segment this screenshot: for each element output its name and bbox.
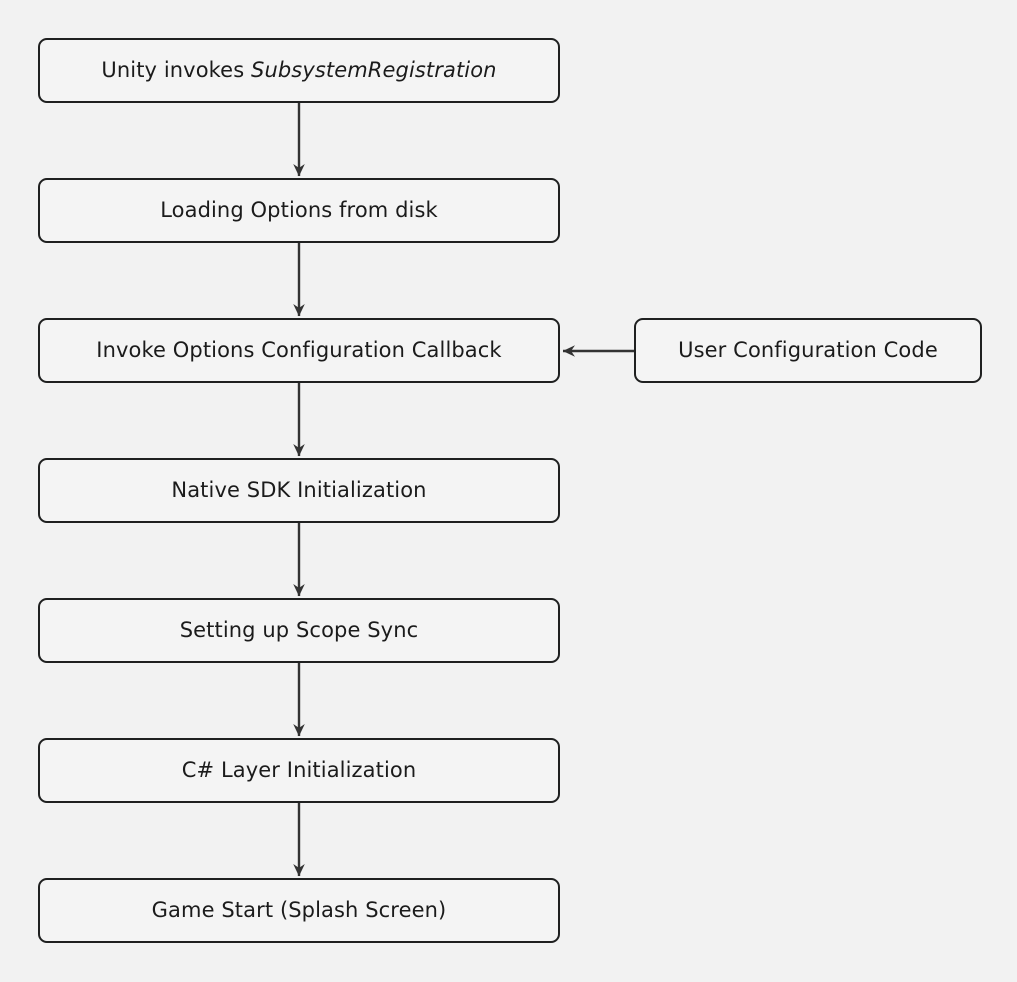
node-label-n5: Setting up Scope Sync [179, 618, 419, 643]
node-label-n3: Invoke Options Configuration Callback [96, 338, 502, 363]
node-game-start-splash-screen[interactable]: Game Start (Splash Screen) [38, 878, 560, 943]
node-unity-invokes-subsystemregistration[interactable]: Unity invokes SubsystemRegistration [38, 38, 560, 103]
node-label-n1: Unity invokes SubsystemRegistration [91, 57, 506, 83]
node-label-n8: User Configuration Code [678, 338, 938, 363]
node-user-configuration-code[interactable]: User Configuration Code [634, 318, 982, 383]
node-label-n7: Game Start (Splash Screen) [151, 898, 447, 923]
node-label-n4: Native SDK Initialization [171, 478, 427, 503]
node-invoke-options-configuration-callback[interactable]: Invoke Options Configuration Callback [38, 318, 560, 383]
node-native-sdk-initialization[interactable]: Native SDK Initialization [38, 458, 560, 523]
node-label-n1-emphasis: SubsystemRegistration [251, 58, 497, 83]
node-label-n2: Loading Options from disk [160, 198, 438, 223]
node-label-n1-prefix: Unity invokes [101, 58, 252, 83]
node-csharp-layer-initialization[interactable]: C# Layer Initialization [38, 738, 560, 803]
node-label-n6: C# Layer Initialization [181, 758, 417, 783]
node-loading-options-from-disk[interactable]: Loading Options from disk [38, 178, 560, 243]
node-setting-up-scope-sync[interactable]: Setting up Scope Sync [38, 598, 560, 663]
